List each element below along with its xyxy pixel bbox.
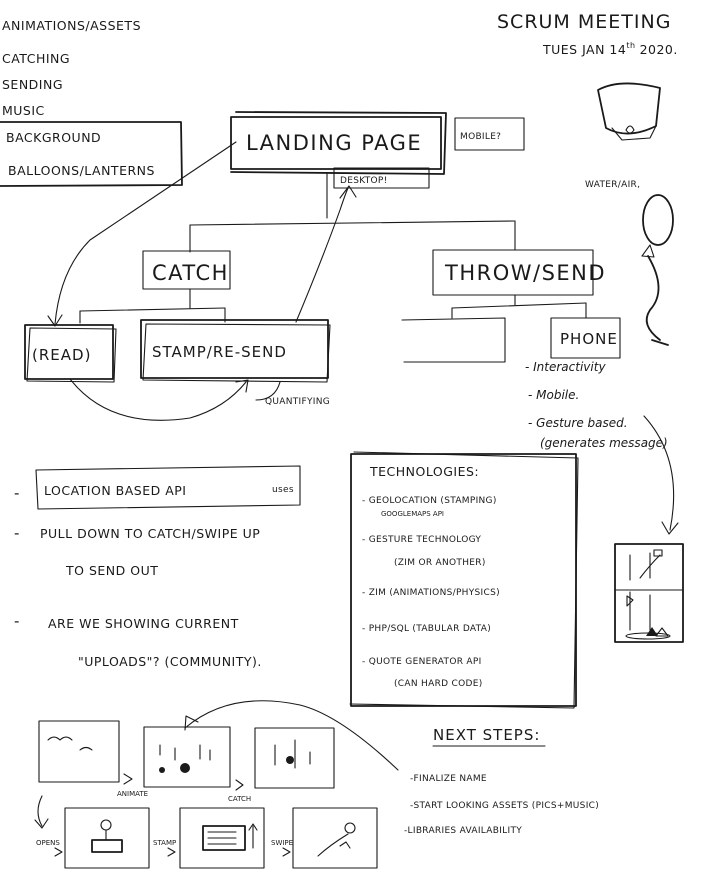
phone-sketch — [614, 543, 684, 643]
storyboard-frame — [254, 727, 335, 789]
mobile-box — [454, 117, 525, 151]
asset-item: BALLOONS/LANTERNS — [8, 163, 155, 178]
tech-item-sub: GOOGLEMAPS API — [381, 510, 444, 518]
tech-item: - GEOLOCATION (STAMPING) — [362, 496, 497, 506]
next-step-item: -FINALIZE NAME — [410, 774, 487, 784]
assets-list: ANIMATIONS/ASSETS CATCHING SENDING MUSIC… — [0, 18, 183, 187]
read-box — [24, 324, 114, 380]
landing-to-read-arrow — [54, 141, 237, 325]
tech-item: - PHP/SQL (TABULAR DATA) — [362, 624, 491, 634]
send-out-note: TO SEND OUT — [65, 563, 158, 578]
technologies-box: TECHNOLOGIES: - GEOLOCATION (STAMPING) G… — [349, 451, 579, 709]
next-step-item: -START LOOKING ASSETS (PICS+MUSIC) — [410, 801, 599, 811]
storyboard: ANIMATE CATCH OPENS STAMP SWIPE — [34, 700, 399, 869]
asset-item: CATCHING — [2, 51, 70, 66]
quantifying-label: QUANTIFYING — [265, 397, 330, 407]
phone-box — [550, 317, 621, 359]
phone-arrow — [643, 415, 675, 531]
technologies-title: TECHNOLOGIES: — [369, 464, 479, 479]
throw-send-box — [432, 249, 594, 296]
date-suffix: th — [626, 41, 635, 50]
mobile-label: MOBILE? — [460, 132, 501, 142]
location-api-label: LOCATION BASED API — [44, 483, 186, 498]
date-year: 2020. — [640, 42, 678, 57]
storyboard-frame — [38, 720, 120, 783]
quantifying-pointer — [255, 381, 281, 401]
phone-note: (generates message) — [540, 436, 668, 450]
phone-note: - Gesture based. — [528, 416, 628, 430]
asset-item: SENDING — [2, 77, 63, 92]
lantern-icon — [597, 82, 661, 141]
svg-text:-: - — [14, 524, 20, 542]
next-steps-title: NEXT STEPS: — [433, 726, 540, 744]
opens-label: OPENS — [36, 839, 60, 847]
phone-label: PHONE — [560, 330, 618, 348]
svg-text:-: - — [14, 484, 20, 502]
meeting-notes: - LOCATION BASED API uses - PULL DOWN TO… — [14, 465, 301, 669]
swipe-label: SWIPE — [271, 839, 293, 847]
read-label: (READ) — [32, 346, 91, 364]
catch-box — [142, 250, 231, 290]
animate-label: ANIMATE — [117, 790, 148, 798]
pull-down-note: PULL DOWN TO CATCH/SWIPE UP — [40, 526, 260, 541]
stamp-label-small: STAMP — [153, 839, 176, 847]
date-main: TUES JAN 14 — [542, 42, 626, 57]
storyboard-frame — [64, 807, 150, 869]
tech-item: - ZIM (ANIMATIONS/PHYSICS) — [362, 588, 500, 598]
tech-item: - GESTURE TECHNOLOGY — [362, 535, 481, 545]
phone-note: - Mobile. — [528, 388, 579, 402]
showing-note: ARE WE SHOWING CURRENT — [48, 616, 239, 631]
asset-item: BACKGROUND — [6, 130, 101, 145]
landing-page-box — [230, 116, 442, 170]
tech-item-sub: (ZIM OR ANOTHER) — [394, 558, 486, 568]
tech-item: - QUOTE GENERATOR API — [362, 657, 482, 667]
asset-item: ANIMATIONS/ASSETS — [2, 18, 141, 33]
tech-item-sub: (CAN HARD CODE) — [394, 679, 483, 689]
next-step-item: -LIBRARIES AVAILABILITY — [404, 826, 522, 836]
throw-send-label: THROW/SEND — [444, 261, 606, 285]
desktop-label: DESKTOP! — [340, 176, 388, 186]
balloon-icon — [641, 194, 674, 346]
water-air-label: WATER/AIR, — [585, 180, 640, 190]
storyboard-frame — [143, 726, 231, 788]
stamp-resend-box — [140, 319, 329, 379]
storyboard-loop-arrow — [184, 700, 399, 771]
stamp-to-desktop-arrow — [295, 187, 349, 323]
catch-label-small: CATCH — [228, 795, 251, 803]
svg-text:-: - — [14, 612, 20, 630]
asset-item: MUSIC — [2, 103, 45, 118]
stamp-resend-label: STAMP/RE-SEND — [152, 343, 287, 361]
flow-diagram: LANDING PAGE MOBILE? DESKTOP! CATCH THRO… — [24, 111, 621, 421]
catch-label: CATCH — [152, 261, 229, 285]
location-api-box — [35, 465, 301, 510]
storyboard-frame — [292, 807, 378, 869]
storyboard-frame — [179, 807, 265, 869]
meeting-date: TUES JAN 14th 2020. — [542, 41, 678, 57]
desktop-box — [333, 167, 430, 189]
uploads-note: "UPLOADS"? (COMMUNITY). — [78, 654, 262, 669]
phone-notes: - Interactivity - Mobile. - Gesture base… — [525, 360, 679, 535]
next-steps: NEXT STEPS: -FINALIZE NAME -START LOOKIN… — [404, 726, 599, 836]
page-title: SCRUM MEETING — [497, 11, 671, 33]
phone-note: - Interactivity — [525, 360, 606, 374]
landing-page-label: LANDING PAGE — [246, 131, 422, 155]
location-api-uses: uses — [272, 485, 294, 495]
asset-box — [0, 121, 183, 187]
read-to-stamp-arrow — [69, 378, 247, 421]
